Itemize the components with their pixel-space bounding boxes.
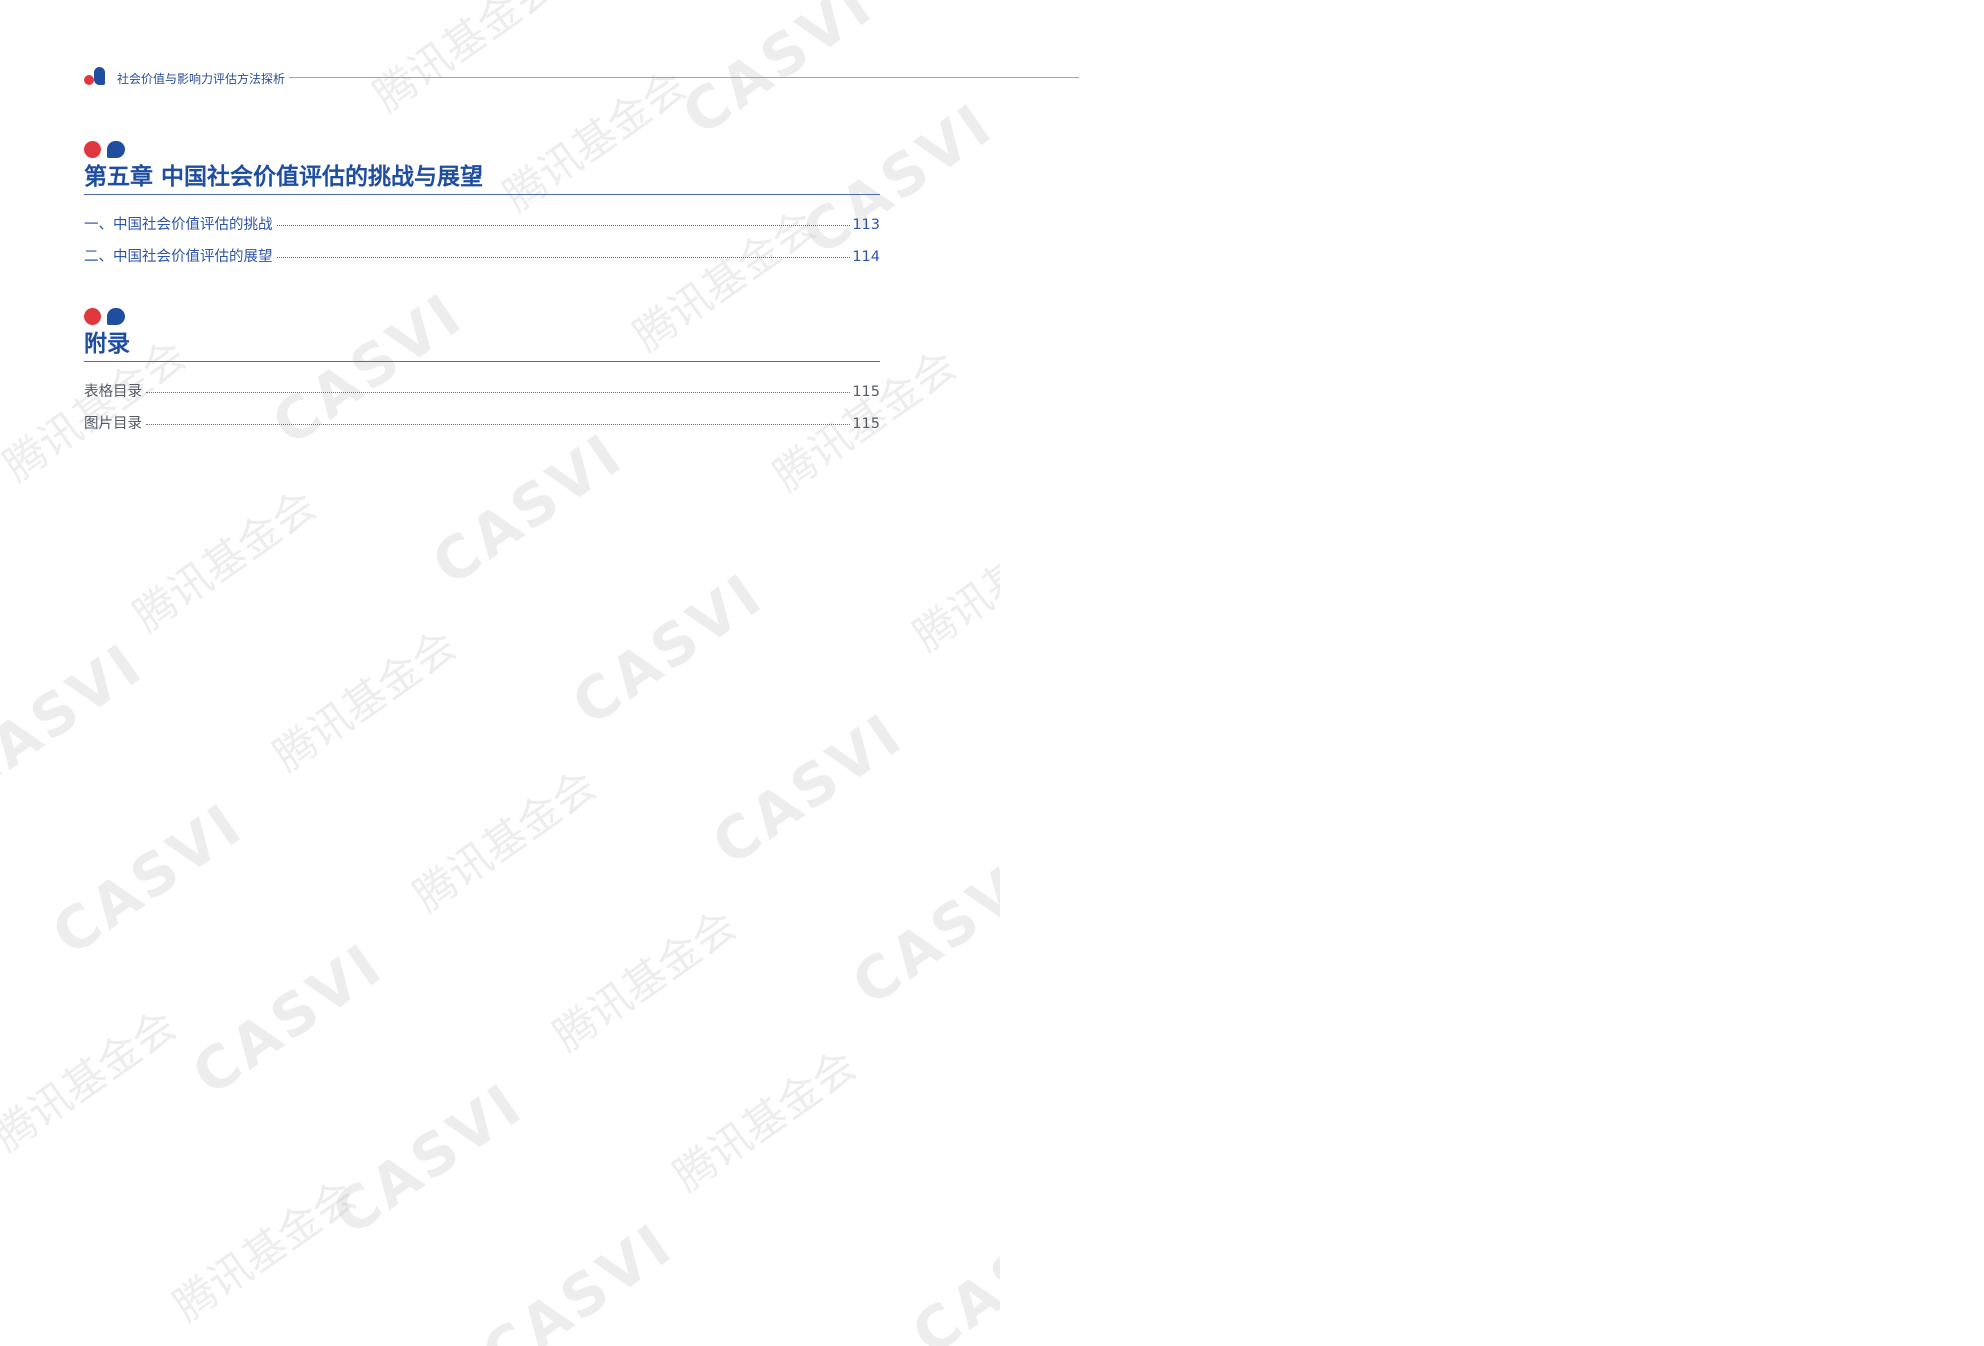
- toc-entry[interactable]: 二、中国社会价值评估的展望 114: [84, 245, 880, 277]
- toc-list: 表格目录 115 图片目录 115: [84, 380, 880, 444]
- toc-entry-label: 二、中国社会价值评估的展望: [84, 249, 273, 265]
- section-title: 附录: [84, 331, 130, 357]
- watermark-text: 腾讯基金会: [904, 500, 1000, 661]
- red-dot-icon: [84, 308, 101, 325]
- watermark-logo: CASVI: [470, 1209, 686, 1346]
- watermark-logo: CASVI: [320, 1069, 536, 1249]
- watermark-logo: CASVI: [840, 839, 1000, 1019]
- running-title: 社会价值与影响力评估方法探析: [117, 72, 286, 86]
- toc-section-appendix: 附录 表格目录 115 图片目录 115: [84, 307, 880, 444]
- section-title: 第五章 中国社会价值评估的挑战与展望: [84, 164, 484, 190]
- watermark-logo: CASVI: [900, 1189, 1000, 1346]
- watermark-logo: CASVI: [700, 699, 916, 879]
- watermark-text: 腾讯基金会: [364, 0, 565, 121]
- toc-list: 一、中国社会价值评估的挑战 113 二、中国社会价值评估的展望 114: [84, 213, 880, 277]
- red-dot-icon: [84, 141, 101, 158]
- toc-entry[interactable]: 图片目录 115: [84, 412, 880, 444]
- watermark-logo: CASVI: [560, 559, 776, 739]
- toc-page-number: 114: [852, 249, 880, 265]
- watermark-text: 腾讯基金会: [404, 760, 605, 921]
- toc-page-number: 115: [852, 384, 880, 400]
- toc-entry-label: 一、中国社会价值评估的挑战: [84, 217, 273, 233]
- blue-bubble-icon: [107, 308, 125, 325]
- section-marker-icon: [84, 140, 128, 158]
- section-divider: [84, 194, 880, 195]
- watermark-text: 腾讯基金会: [124, 480, 325, 641]
- running-header: 社会价值与影响力评估方法探析: [84, 66, 1079, 88]
- header-divider: [289, 77, 1079, 78]
- brand-logo-icon: [84, 66, 108, 88]
- section-marker-icon: [84, 307, 128, 325]
- toc-entry-label: 图片目录: [84, 416, 142, 432]
- blue-bubble-icon: [107, 141, 125, 158]
- blue-bubble-icon: [94, 67, 105, 85]
- watermark-logo: CASVI: [180, 929, 396, 1109]
- dot-leader: [146, 391, 851, 393]
- toc-entry-label: 表格目录: [84, 384, 142, 400]
- toc-entry[interactable]: 一、中国社会价值评估的挑战 113: [84, 213, 880, 245]
- watermark-logo: CASVI: [40, 789, 256, 969]
- section-divider: [84, 361, 880, 362]
- toc-page-number: 113: [852, 217, 880, 233]
- dot-leader: [276, 224, 851, 226]
- toc-entry[interactable]: 表格目录 115: [84, 380, 880, 412]
- dot-leader: [276, 256, 851, 258]
- watermark-text: 腾讯基金会: [264, 620, 465, 781]
- toc-page-number: 115: [852, 416, 880, 432]
- watermark-text: 腾讯基金会: [664, 1040, 865, 1201]
- red-dot-icon: [84, 75, 94, 85]
- watermark-text: 腾讯基金会: [0, 1000, 185, 1161]
- watermark-text: 腾讯基金会: [164, 1170, 365, 1331]
- watermark-text: 腾讯基金会: [544, 900, 745, 1061]
- watermark-logo: CASVI: [420, 419, 636, 599]
- toc-section-chapter-5: 第五章 中国社会价值评估的挑战与展望 一、中国社会价值评估的挑战 113 二、中…: [84, 140, 880, 277]
- watermark-logo: CASVI: [0, 629, 156, 809]
- dot-leader: [146, 423, 851, 425]
